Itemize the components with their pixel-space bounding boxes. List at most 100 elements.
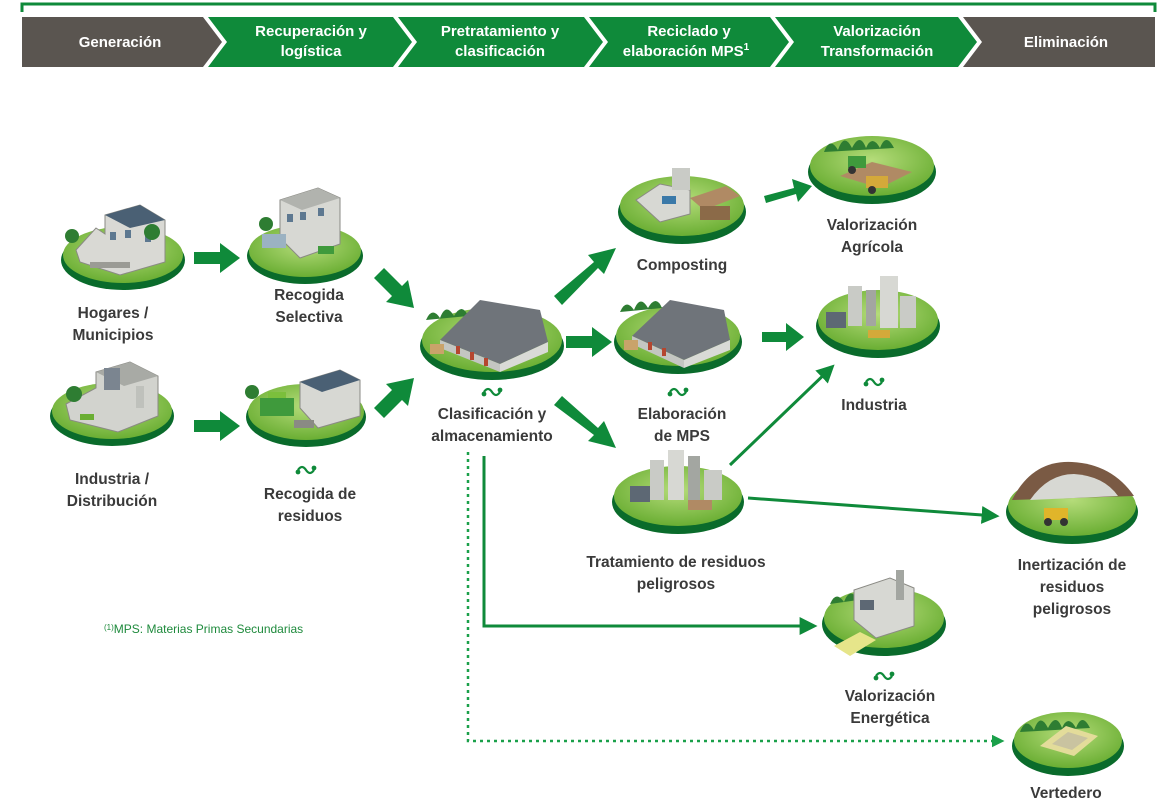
node-hogares-line2: Municipios <box>73 327 154 344</box>
node-clasificacion-line2: almacenamiento <box>431 428 552 445</box>
line-tratamiento-to-industria <box>728 364 835 467</box>
arrow-hogares-to-recogida <box>194 243 240 273</box>
node-tratamiento-line2: peligrosos <box>637 576 715 593</box>
node-vertedero-label: Vertedero <box>1030 785 1102 802</box>
mps-plant-illustration <box>614 300 742 374</box>
stage-generacion: Generación <box>22 17 222 67</box>
node-valorizacion-energetica-line2: Energética <box>850 710 930 727</box>
landfill-illustration <box>1012 712 1124 776</box>
recycle-icon <box>875 671 893 681</box>
recycle-icon-dot-left <box>863 381 869 387</box>
node-hogares: Hogares / Municipios <box>61 204 185 344</box>
node-industria-label: Industria <box>841 397 907 414</box>
arrow-selectiva-to-clasificacion <box>374 268 414 308</box>
stage-reciclado-shape <box>589 17 789 67</box>
stage-valorizacion-line1: Valorización <box>833 23 921 40</box>
stage-pretratamiento-line1: Pretratamiento y <box>441 23 560 40</box>
energy-recovery-illustration <box>822 570 946 656</box>
recycle-icon-dot-left <box>481 391 487 397</box>
stage-recuperacion: Recuperación y logística <box>208 17 412 67</box>
recycle-icon-dot-left <box>295 469 301 475</box>
node-recogida-residuos-line2: residuos <box>278 508 343 525</box>
recycle-icon-dot-right <box>311 465 317 471</box>
stage-pretratamiento: Pretratamiento y clasificación <box>398 17 603 67</box>
arrow-to-tratamiento <box>554 396 616 448</box>
footnote-mark: (1) <box>104 623 114 632</box>
stage-eliminacion-label: Eliminación <box>1024 34 1108 51</box>
node-valorizacion-energetica: Valorización Energética <box>822 570 946 727</box>
node-composting-label: Composting <box>637 257 727 274</box>
stage-bracket <box>20 2 1157 12</box>
agriculture-illustration <box>808 136 936 204</box>
recycle-icon <box>865 377 883 387</box>
stage-reciclado-superscript: 1 <box>744 42 750 53</box>
stage-reciclado: Reciclado y elaboración MPS1 <box>589 17 789 67</box>
industry-illustration <box>816 276 940 358</box>
node-vertedero: Vertedero <box>1012 712 1124 802</box>
recycle-icon-dot-right <box>497 387 503 393</box>
node-tratamiento: Tratamiento de residuos peligrosos <box>586 450 766 593</box>
stage-eliminacion-shape <box>963 17 1155 67</box>
node-recogida-residuos-line1: Recogida de <box>264 486 357 503</box>
stage-recuperacion-shape <box>208 17 412 67</box>
line-tratamiento-to-inertizacion <box>747 496 1000 524</box>
node-tratamiento-line1: Tratamiento de residuos <box>586 554 765 571</box>
process-stage-bar: Generación Recuperación y logística Pret… <box>20 2 1157 67</box>
node-industria-distribucion: Industria / Distribución <box>50 361 174 510</box>
stage-valorizacion-line2: Transformación <box>821 43 934 60</box>
recycle-icon <box>669 387 687 397</box>
footnote-text: (1)MPS: Materias Primas Secundarias <box>104 622 303 636</box>
node-valorizacion-agricola: Valorización Agrícola <box>808 136 936 256</box>
node-inertizacion: Inertización de residuos peligrosos <box>1006 461 1138 618</box>
node-elaboracion-line1: Elaboración <box>638 406 727 423</box>
arrow-residuos-to-clasificacion <box>374 378 414 418</box>
stage-generacion-shape <box>22 17 222 67</box>
node-elaboracion-line2: de MPS <box>654 428 710 445</box>
footnote: (1)MPS: Materias Primas Secundarias <box>104 622 303 636</box>
stage-reciclado-line1: Reciclado y <box>647 23 731 40</box>
line-clasificacion-to-energetica <box>482 456 818 635</box>
stage-pretratamiento-shape <box>398 17 603 67</box>
recycle-icon-dot-right <box>683 387 689 393</box>
footnote-body: MPS: Materias Primas Secundarias <box>114 622 303 636</box>
houses-illustration <box>61 204 185 290</box>
arrow-elaboracion-to-industria <box>762 323 804 351</box>
arrow-to-elaboracion <box>566 327 612 357</box>
arrow-industria-to-recogida <box>194 411 240 441</box>
node-recogida-selectiva-line2: Selectiva <box>275 309 343 326</box>
stage-reciclado-line2: elaboración MPS1 <box>623 42 750 60</box>
node-clasificacion-line1: Clasificación y <box>438 406 547 423</box>
node-elaboracion-mps: Elaboración de MPS <box>614 300 742 445</box>
stage-eliminacion: Eliminación <box>963 17 1155 67</box>
composting-illustration <box>618 168 746 244</box>
recycle-icon-dot-right <box>889 671 895 677</box>
node-clasificacion: Clasificación y almacenamiento <box>420 300 564 445</box>
factory-illustration <box>50 361 174 446</box>
waste-collection-illustration <box>245 369 366 447</box>
node-recogida-residuos: Recogida de residuos <box>245 369 366 525</box>
stage-recuperacion-line1: Recuperación y <box>255 23 367 40</box>
stage-valorizacion-shape <box>775 17 977 67</box>
node-inertizacion-line1: Inertización de <box>1018 557 1127 574</box>
inertization-illustration <box>1006 461 1138 544</box>
node-valorizacion-agricola-line2: Agrícola <box>841 239 903 256</box>
stage-reciclado-line2-text: elaboración MPS <box>623 43 744 60</box>
recycle-icon-dot-left <box>873 675 879 681</box>
node-recogida-selectiva-line1: Recogida <box>274 287 344 304</box>
node-industria-distribucion-line1: Industria / <box>75 471 150 488</box>
node-composting: Composting <box>618 168 746 274</box>
node-recogida-selectiva: Recogida Selectiva <box>247 187 363 326</box>
node-inertizacion-line3: peligrosos <box>1033 601 1111 618</box>
arrow-to-composting <box>554 248 616 305</box>
node-valorizacion-agricola-line1: Valorización <box>827 217 917 234</box>
node-hogares-line1: Hogares / <box>78 305 149 322</box>
recycle-icon <box>483 387 501 397</box>
stage-pretratamiento-line2: clasificación <box>455 43 545 60</box>
line-clasificacion-to-vertedero <box>466 452 1005 748</box>
recycle-icon-dot-right <box>879 377 885 383</box>
hazardous-treatment-illustration <box>612 450 744 534</box>
stage-recuperacion-line2: logística <box>281 43 343 60</box>
selective-collection-illustration <box>247 187 363 284</box>
node-industria-distribucion-line2: Distribución <box>67 493 157 510</box>
